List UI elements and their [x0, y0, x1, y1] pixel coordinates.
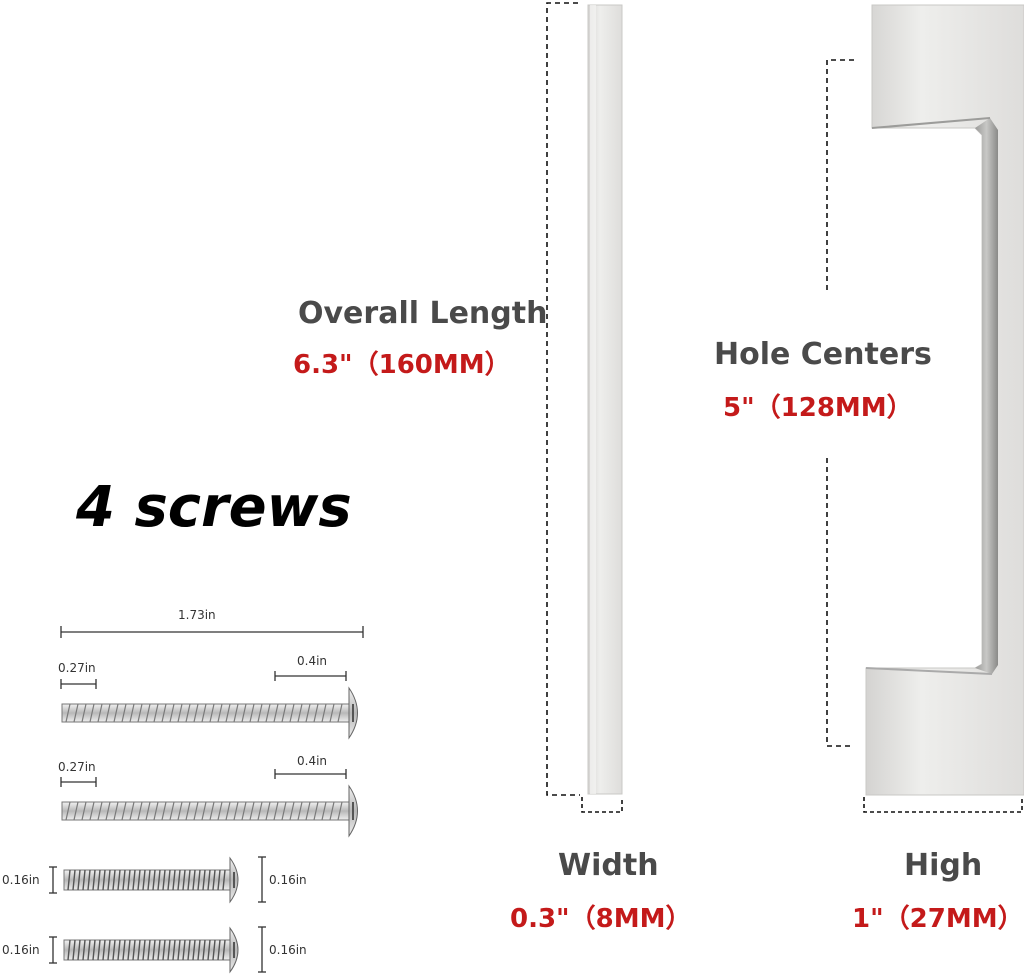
width-label: Width: [558, 848, 659, 883]
long-tip-label-2: 0.27in: [58, 760, 96, 774]
width-bracket: [581, 797, 623, 813]
long-screw-1: [61, 686, 358, 740]
long-tip-label-1: 0.27in: [58, 661, 96, 675]
handle-side-view: [865, 4, 1024, 796]
short-screw-1: [63, 856, 239, 904]
handle-front-view: [587, 4, 623, 795]
short-2-right-label: 0.16in: [269, 943, 307, 957]
long-head-label-2: 0.4in: [297, 754, 328, 768]
long-screw-2: [61, 784, 358, 838]
short-1-right-label: 0.16in: [269, 873, 307, 887]
screw-dimension-lines: [49, 626, 364, 973]
hole-centers-label: Hole Centers: [714, 337, 932, 372]
overall-length-value: 6.3"（160MM）: [293, 350, 511, 380]
overall-length-label: Overall Length: [298, 296, 548, 331]
short-screw-2: [63, 926, 239, 974]
high-label: High: [904, 848, 983, 883]
high-value: 1"（27MM）: [852, 904, 1024, 934]
high-bracket: [863, 797, 1023, 813]
width-value: 0.3"（8MM）: [510, 904, 692, 934]
overall-length-bracket: [546, 2, 580, 796]
hole-centers-bracket: [826, 59, 854, 747]
short-1-left-label: 0.16in: [2, 873, 40, 887]
short-2-left-label: 0.16in: [2, 943, 40, 957]
long-total-label: 1.73in: [178, 608, 216, 622]
long-head-label-1: 0.4in: [297, 654, 328, 668]
screws-title: 4 screws: [76, 475, 352, 540]
hole-centers-value: 5"（128MM）: [723, 393, 913, 423]
